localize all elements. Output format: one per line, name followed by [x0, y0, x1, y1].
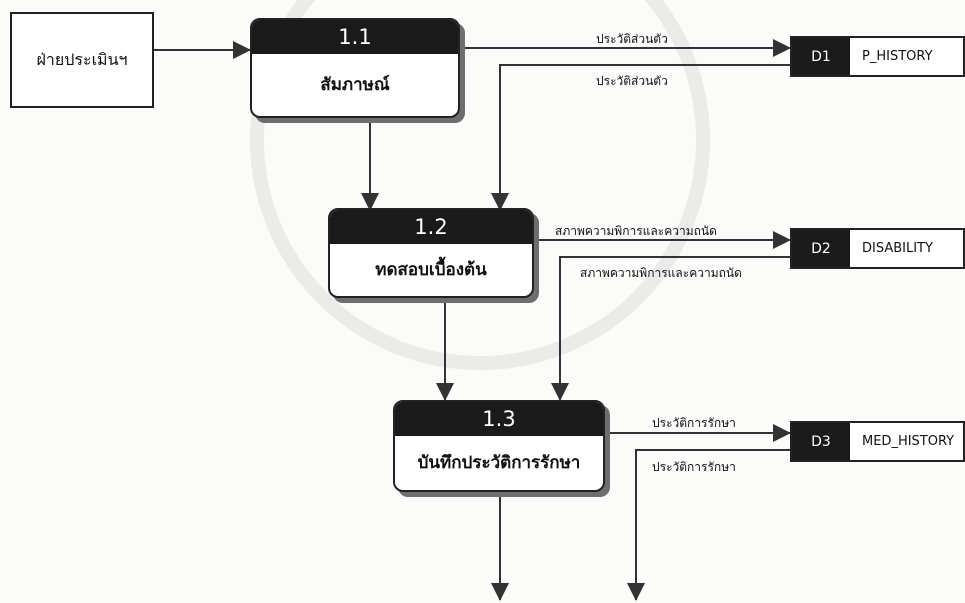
flow-label-p12-to-d2: สภาพความพิการและความถนัด [555, 224, 717, 238]
process-name: สัมภาษณ์ [320, 75, 390, 95]
store-name: DISABILITY [862, 241, 933, 256]
store-name: P_HISTORY [862, 49, 933, 64]
process-1-1: 1.1 สัมภาษณ์ [250, 18, 460, 118]
data-store-d3: D3 MED_HISTORY [790, 421, 965, 462]
process-name: ทดสอบเบื้องต้น [375, 260, 487, 280]
flow-d3-out [627, 449, 790, 601]
flow-d1-to-p12 [491, 64, 790, 211]
store-id: D3 [792, 423, 850, 460]
store-id: D2 [792, 230, 850, 267]
flow-d2-to-p13 [551, 256, 790, 401]
store-name: MED_HISTORY [862, 434, 955, 449]
data-store-d1: D1 P_HISTORY [790, 36, 965, 77]
process-name: บันทึกประวัติการรักษา [417, 453, 581, 473]
flow-label-d3-out: ประวัติการรักษา [652, 460, 736, 474]
external-entity-assessment-dept: ฝ่ายประเมินฯ [10, 12, 154, 108]
process-1-3: 1.3 บันทึกประวัติการรักษา [393, 400, 605, 492]
data-store-d2: D2 DISABILITY [790, 228, 965, 269]
process-1-2: 1.2 ทดสอบเบื้องต้น [328, 208, 534, 298]
store-id: D1 [792, 38, 850, 75]
flow-label-d2-to-p13: สภาพความพิการและความถนัด [580, 266, 742, 280]
flow-label-p11-to-d1: ประวัติส่วนตัว [596, 32, 668, 46]
flow-label-p13-to-d3: ประวัติการรักษา [652, 416, 736, 430]
flow-label-d1-to-p12: ประวัติส่วนตัว [596, 74, 668, 88]
entity-label: ฝ่ายประเมินฯ [36, 49, 128, 69]
process-number: 1.3 [395, 402, 603, 436]
process-number: 1.1 [252, 20, 458, 54]
process-number: 1.2 [330, 210, 532, 244]
